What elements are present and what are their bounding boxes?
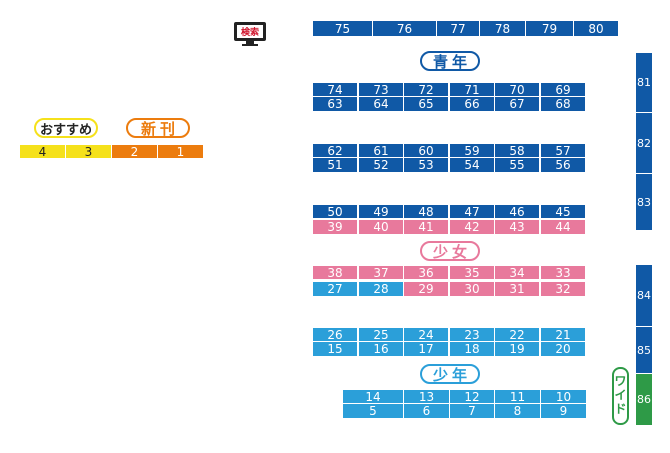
shelf-50[interactable]: 50 xyxy=(313,205,358,219)
shelf-5[interactable]: 5 xyxy=(343,404,404,418)
shelf-51[interactable]: 51 xyxy=(313,158,358,172)
shelf-29[interactable]: 29 xyxy=(404,282,449,296)
section-label-shoujo: 少女 xyxy=(420,241,480,261)
side-shelf-85[interactable]: 85 xyxy=(636,327,652,373)
shelf-75[interactable]: 75 xyxy=(313,21,373,36)
shelf-54[interactable]: 54 xyxy=(450,158,495,172)
shelf-47[interactable]: 47 xyxy=(450,205,495,219)
shelf-41[interactable]: 41 xyxy=(404,220,449,234)
shelf-37[interactable]: 37 xyxy=(359,266,404,280)
shelf-55[interactable]: 55 xyxy=(495,158,540,172)
shelf-30[interactable]: 30 xyxy=(450,282,495,296)
shelf-69[interactable]: 69 xyxy=(541,83,586,97)
shelf-1[interactable]: 1 xyxy=(158,145,204,158)
shelf-31[interactable]: 31 xyxy=(495,282,540,296)
shelf-74[interactable]: 74 xyxy=(313,83,358,97)
shelf-60[interactable]: 60 xyxy=(404,144,449,158)
section-label-shounen: 少年 xyxy=(420,364,480,384)
shelf-10[interactable]: 10 xyxy=(541,390,587,404)
shelf-34[interactable]: 34 xyxy=(495,266,540,280)
shelf-22[interactable]: 22 xyxy=(495,328,540,342)
shelf-11[interactable]: 11 xyxy=(495,390,541,404)
shelf-17[interactable]: 17 xyxy=(404,342,449,356)
monitor-base xyxy=(242,44,258,46)
wide-label-char: イ xyxy=(614,388,627,403)
side-shelf-82[interactable]: 82 xyxy=(636,113,652,173)
shelf-44[interactable]: 44 xyxy=(541,220,586,234)
shelf-14[interactable]: 14 xyxy=(343,390,404,404)
wide-label-char: ワ xyxy=(614,374,627,389)
section-label-shinkan: 新刊 xyxy=(126,118,190,138)
shelf-62[interactable]: 62 xyxy=(313,144,358,158)
shelf-42[interactable]: 42 xyxy=(450,220,495,234)
shelf-63[interactable]: 63 xyxy=(313,97,358,111)
shelf-45[interactable]: 45 xyxy=(541,205,586,219)
side-shelf-86[interactable]: 86 xyxy=(636,374,652,425)
shelf-40[interactable]: 40 xyxy=(359,220,404,234)
shelf-58[interactable]: 58 xyxy=(495,144,540,158)
side-shelf-81[interactable]: 81 xyxy=(636,53,652,112)
shelf-9[interactable]: 9 xyxy=(541,404,587,418)
shelf-64[interactable]: 64 xyxy=(359,97,404,111)
shelf-71[interactable]: 71 xyxy=(450,83,495,97)
shelf-66[interactable]: 66 xyxy=(450,97,495,111)
shelf-28[interactable]: 28 xyxy=(359,282,404,296)
shelf-52[interactable]: 52 xyxy=(359,158,404,172)
section-label-wide: ワ イ ド xyxy=(612,367,629,425)
shelf-79[interactable]: 79 xyxy=(526,21,574,36)
shelf-78[interactable]: 78 xyxy=(480,21,526,36)
shelf-33[interactable]: 33 xyxy=(541,266,586,280)
shelf-20[interactable]: 20 xyxy=(541,342,586,356)
shelf-6[interactable]: 6 xyxy=(404,404,450,418)
shelf-19[interactable]: 19 xyxy=(495,342,540,356)
shelf-68[interactable]: 68 xyxy=(541,97,586,111)
shelf-24[interactable]: 24 xyxy=(404,328,449,342)
shelf-77[interactable]: 77 xyxy=(437,21,480,36)
shelf-48[interactable]: 48 xyxy=(404,205,449,219)
search-kiosk-icon[interactable]: 検索 xyxy=(234,22,266,46)
shelf-61[interactable]: 61 xyxy=(359,144,404,158)
shelf-80[interactable]: 80 xyxy=(574,21,619,36)
shelf-43[interactable]: 43 xyxy=(495,220,540,234)
shelf-67[interactable]: 67 xyxy=(495,97,540,111)
shelf-23[interactable]: 23 xyxy=(450,328,495,342)
shelf-16[interactable]: 16 xyxy=(359,342,404,356)
shelf-8[interactable]: 8 xyxy=(495,404,541,418)
shelf-26[interactable]: 26 xyxy=(313,328,358,342)
shelf-39[interactable]: 39 xyxy=(313,220,358,234)
shelf-32[interactable]: 32 xyxy=(541,282,586,296)
shelf-73[interactable]: 73 xyxy=(359,83,404,97)
shelf-36[interactable]: 36 xyxy=(404,266,449,280)
shelf-57[interactable]: 57 xyxy=(541,144,586,158)
shelf-53[interactable]: 53 xyxy=(404,158,449,172)
shelf-7[interactable]: 7 xyxy=(450,404,495,418)
shelf-4[interactable]: 4 xyxy=(20,145,66,158)
side-shelf-84[interactable]: 84 xyxy=(636,265,652,326)
shelf-13[interactable]: 13 xyxy=(404,390,450,404)
shelf-25[interactable]: 25 xyxy=(359,328,404,342)
shelf-3[interactable]: 3 xyxy=(66,145,112,158)
shelf-27[interactable]: 27 xyxy=(313,282,358,296)
section-label-seinen: 青年 xyxy=(420,51,480,71)
shelf-12[interactable]: 12 xyxy=(450,390,495,404)
section-label-osusume: おすすめ xyxy=(34,118,98,138)
shelf-2[interactable]: 2 xyxy=(112,145,158,158)
shelf-21[interactable]: 21 xyxy=(541,328,586,342)
side-shelf-83[interactable]: 83 xyxy=(636,174,652,230)
shelf-70[interactable]: 70 xyxy=(495,83,540,97)
shelf-46[interactable]: 46 xyxy=(495,205,540,219)
shelf-72[interactable]: 72 xyxy=(404,83,449,97)
shelf-15[interactable]: 15 xyxy=(313,342,358,356)
search-kiosk-label: 検索 xyxy=(237,25,263,38)
monitor-stand xyxy=(246,41,254,44)
shelf-35[interactable]: 35 xyxy=(450,266,495,280)
shelf-59[interactable]: 59 xyxy=(450,144,495,158)
wide-label-char: ド xyxy=(614,401,627,416)
shelf-56[interactable]: 56 xyxy=(541,158,586,172)
shelf-18[interactable]: 18 xyxy=(450,342,495,356)
shelf-65[interactable]: 65 xyxy=(404,97,449,111)
shelf-49[interactable]: 49 xyxy=(359,205,404,219)
shelf-76[interactable]: 76 xyxy=(373,21,437,36)
shelf-38[interactable]: 38 xyxy=(313,266,358,280)
